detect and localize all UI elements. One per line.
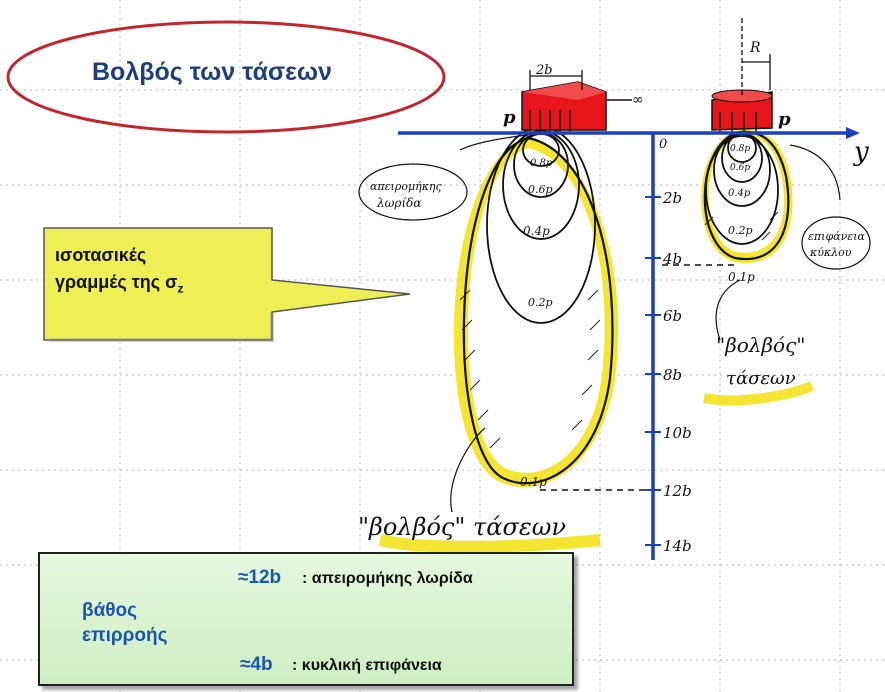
callout-line1: ισοτασικές — [55, 245, 147, 265]
strip-depth-value: ≈12b — [238, 567, 282, 588]
circle-depth-value: ≈4b — [240, 654, 273, 675]
depth-tick-labels: 2b 4b 6b 8b 10b 12b 14b — [662, 189, 692, 555]
circle-load-label: p — [778, 109, 791, 130]
isobar-label: 0.2p — [728, 224, 753, 237]
ground-surface-axis — [398, 131, 855, 560]
strip-isobar-labels: 0.8p 0.6p 0.4p 0.2p 0.1p — [520, 158, 553, 489]
circle-note-line1: επιφάνεια — [808, 230, 865, 243]
depth-tick: 4b — [662, 250, 682, 268]
strip-width-label: 2b — [535, 63, 553, 78]
callout-line2-wrap: γραμμές της σz — [55, 269, 183, 303]
callout-subscript: z — [177, 281, 184, 296]
circle-isobar-labels: 0.8p 0.6p 0.4p 0.2p 0.1p — [728, 144, 755, 284]
depth-tick: 14b — [663, 537, 692, 555]
influence-label-line2: επιρροής — [82, 625, 168, 646]
isobar-label: 0.4p — [523, 224, 550, 238]
strip-footing — [521, 81, 632, 132]
circle-note-line2: κύκλου — [809, 246, 852, 259]
circle-bulb-label-line2: τάσεων — [726, 368, 796, 389]
strip-note-line2: λωρίδα — [376, 196, 421, 210]
depth-tick: 10b — [663, 424, 692, 442]
isobar-label: 0.8p — [530, 158, 553, 169]
slide-title: Βολβός των τάσεων — [92, 58, 332, 86]
isobar-label: 0.1p — [520, 475, 547, 489]
callout-line2: γραμμές της σ — [55, 272, 178, 292]
depth-tick: 2b — [662, 189, 682, 207]
isobar-label: 0.6p — [528, 183, 553, 196]
circle-bulb-label-line1: "βολβός" — [716, 333, 805, 357]
infinity-label: ∞ — [632, 92, 644, 108]
axis-origin-label: 0 — [659, 137, 667, 152]
y-axis-label: y — [853, 137, 869, 167]
isobar-label: 0.4p — [728, 188, 751, 199]
isobar-label: 0.2p — [528, 296, 553, 309]
strip-depth-desc: : απειρομήκης λωρίδα — [302, 570, 473, 587]
isobar-label: 0.8p — [730, 144, 750, 154]
influence-label-line1: βάθος — [82, 600, 138, 621]
radius-label: R — [749, 40, 761, 56]
callout-text: ισοτασικές γραμμές της σz — [55, 242, 183, 303]
strip-load-label: p — [503, 107, 516, 128]
strip-note-line1: απειρομήκης — [370, 180, 443, 193]
depth-tick: 6b — [663, 307, 682, 325]
circle-depth-desc: : κυκλική επιφάνεια — [292, 657, 442, 674]
isobar-label: 0.6p — [730, 163, 750, 173]
callout-box — [43, 227, 411, 341]
depth-tick: 12b — [663, 482, 692, 500]
circular-footing — [711, 89, 773, 132]
bulb-hatching — [459, 211, 779, 449]
influence-depth-label: βάθος επιρροής — [82, 598, 167, 648]
depth-tick: 8b — [663, 366, 682, 384]
strip-bulb-label: "βολβός" τάσεων — [358, 513, 566, 541]
influence-depth-box: βάθος επιρροής ≈12b : απειρομήκης λωρίδα… — [38, 552, 574, 686]
title-ellipse — [6, 20, 446, 134]
isobar-label: 0.1p — [728, 270, 755, 284]
